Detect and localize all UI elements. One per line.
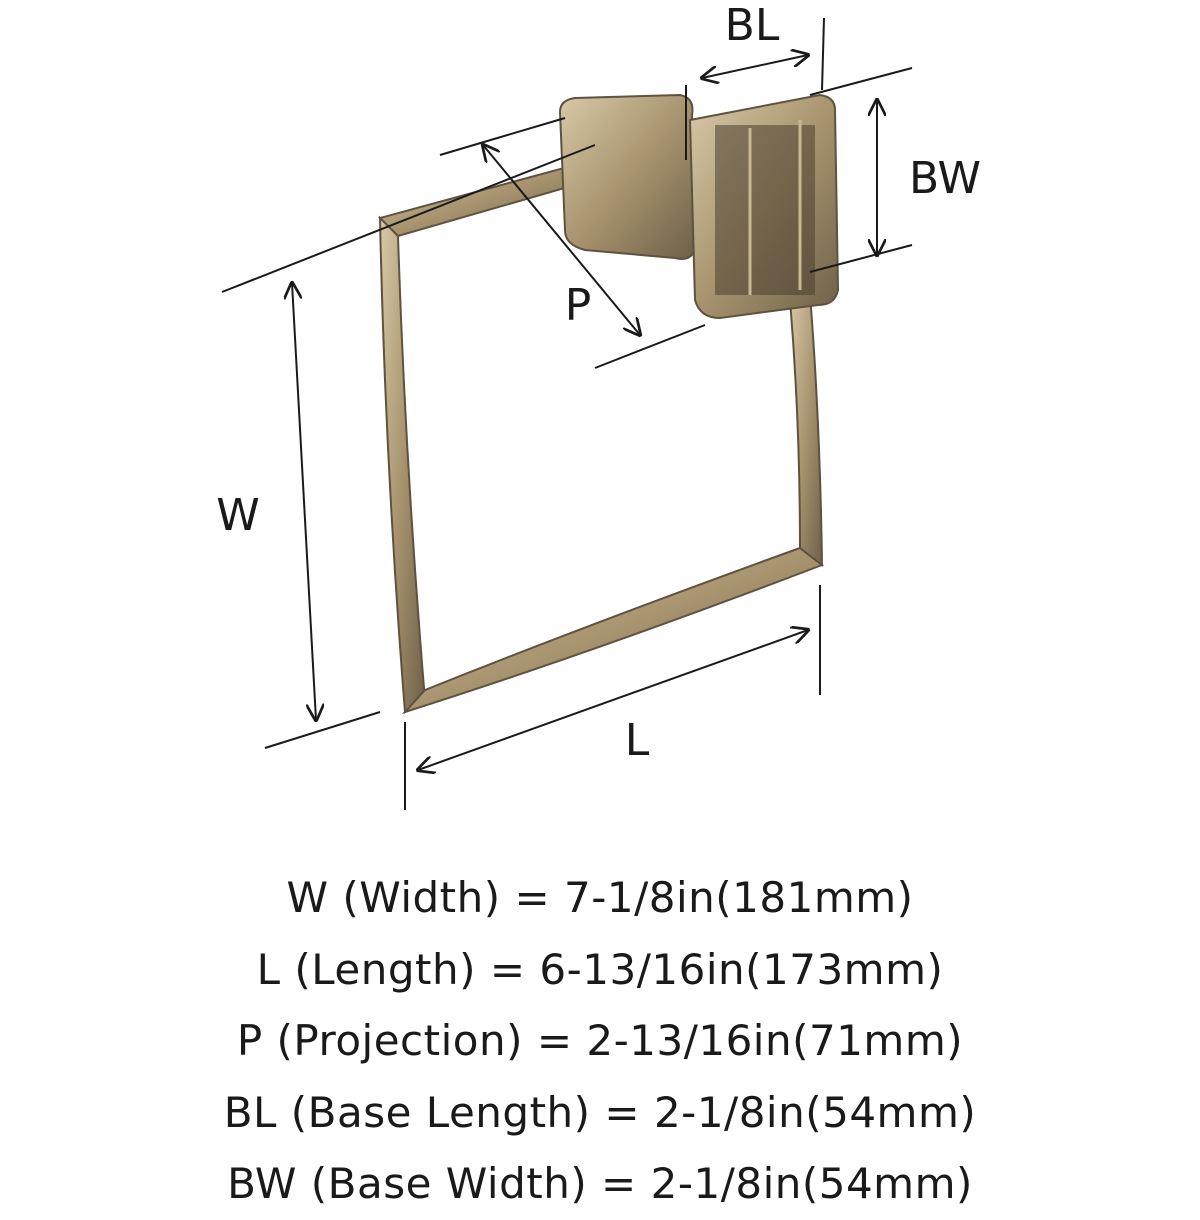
label-l: L (625, 715, 650, 766)
label-w: W (216, 490, 260, 541)
label-bw: BW (909, 153, 981, 204)
towel-ring-dimension-drawing: BL BW P W L (216, 0, 981, 810)
wall-base (558, 93, 840, 320)
spec-base-width: BW (Base Width) = 2-1/8in(54mm) (227, 1159, 973, 1208)
dimension-lines (221, 17, 913, 810)
spec-length: L (Length) = 6-13/16in(173mm) (256, 944, 944, 994)
spec-projection: P (Projection) = 2-13/16in(71mm) (236, 1016, 964, 1065)
spec-base-length: BL (Base Length) = 2-1/8in(54mm) (223, 1087, 977, 1137)
label-bl: BL (725, 0, 780, 51)
label-p: P (565, 280, 592, 331)
dimension-specs: W (Width) = 7-1/8in(181mm) L (Length) = … (0, 862, 1200, 1220)
spec-width: W (Width) = 7-1/8in(181mm) (286, 873, 914, 922)
